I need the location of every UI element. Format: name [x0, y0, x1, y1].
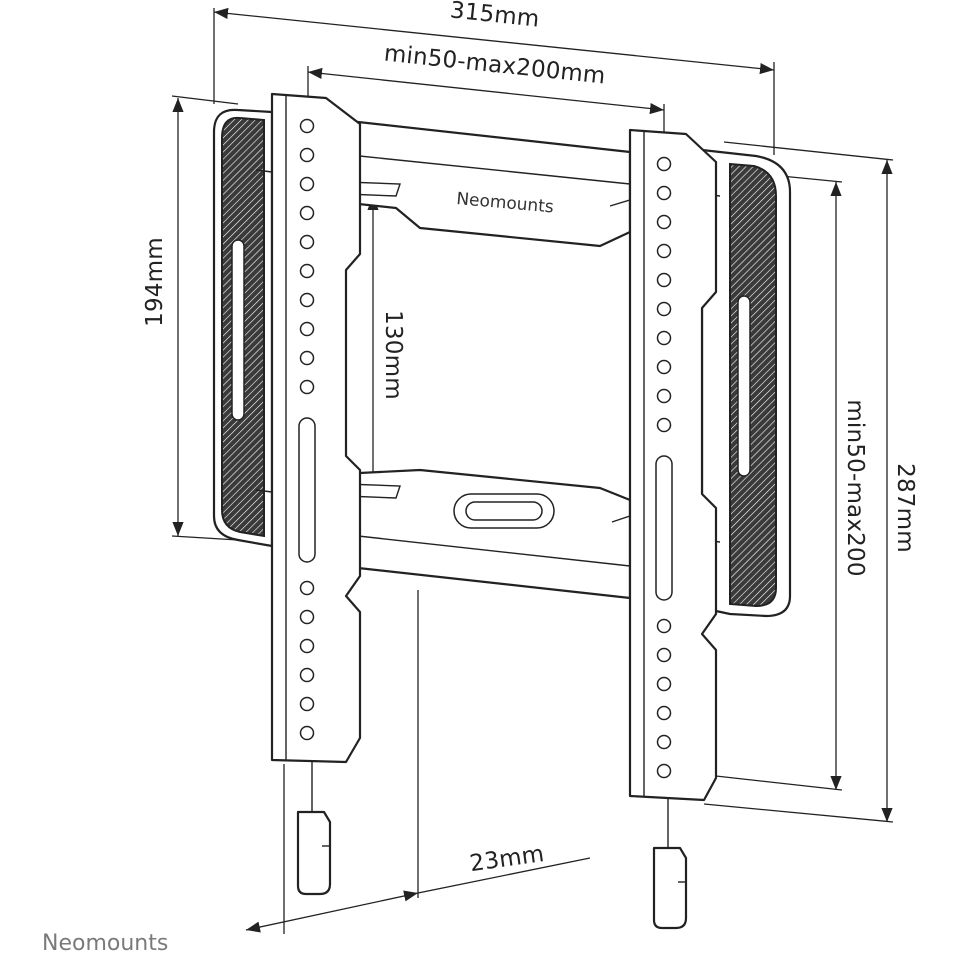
- brand-logo: Neomounts: [42, 931, 168, 956]
- right-tv-bracket-outline: [628, 128, 718, 802]
- left-bracket-bottom-holes: [299, 580, 315, 741]
- wall-plate: Neomounts: [212, 108, 792, 618]
- total-height-ext-top: [723, 141, 894, 161]
- left-pad-slot: [231, 239, 245, 421]
- total-width-label: 315mm: [449, 0, 541, 33]
- total-width-arrow: [213, 7, 775, 75]
- top-crossbar-slot-left: [345, 181, 401, 197]
- right-wall-pad: [729, 162, 777, 608]
- top-crossbar-fold: [339, 153, 631, 185]
- right-bracket-bottom-holes: [656, 618, 672, 779]
- center-lock-slot-inner: [465, 501, 543, 521]
- left-tv-bracket-outline: [270, 92, 362, 764]
- bottom-crossbar-fold: [339, 533, 631, 567]
- left-pull-handle: [296, 810, 332, 896]
- horizontal-range-arrow: [307, 67, 665, 115]
- total-height-ext-bottom: [703, 803, 894, 823]
- depth-arrow: [245, 890, 419, 933]
- right-tv-bracket: [628, 128, 718, 930]
- bottom-crossbar: [338, 468, 632, 600]
- left-tv-bracket: [270, 92, 362, 896]
- total-height-label: 287mm: [892, 463, 918, 553]
- bottom-crossbar-slot-left: [345, 483, 401, 499]
- vertical-range-label: min50-max200: [842, 399, 868, 576]
- inner-height-label: 130mm: [380, 310, 406, 400]
- left-bracket-top-holes: [299, 118, 315, 395]
- right-bracket-top-holes: [656, 156, 672, 433]
- left-height-label: 194mm: [142, 237, 168, 327]
- left-frame-tab: [255, 169, 273, 493]
- left-height-ext-top: [171, 95, 239, 105]
- right-bracket-center-slot: [655, 455, 673, 601]
- depth-arrow-tail: [417, 857, 591, 894]
- depth-label: 23mm: [468, 841, 546, 877]
- left-height-ext-bottom: [171, 535, 239, 541]
- right-pull-handle: [652, 846, 688, 930]
- horizontal-range-label: min50-max200mm: [383, 40, 607, 89]
- left-bracket-center-slot: [298, 417, 316, 563]
- right-pad-slot: [737, 295, 751, 477]
